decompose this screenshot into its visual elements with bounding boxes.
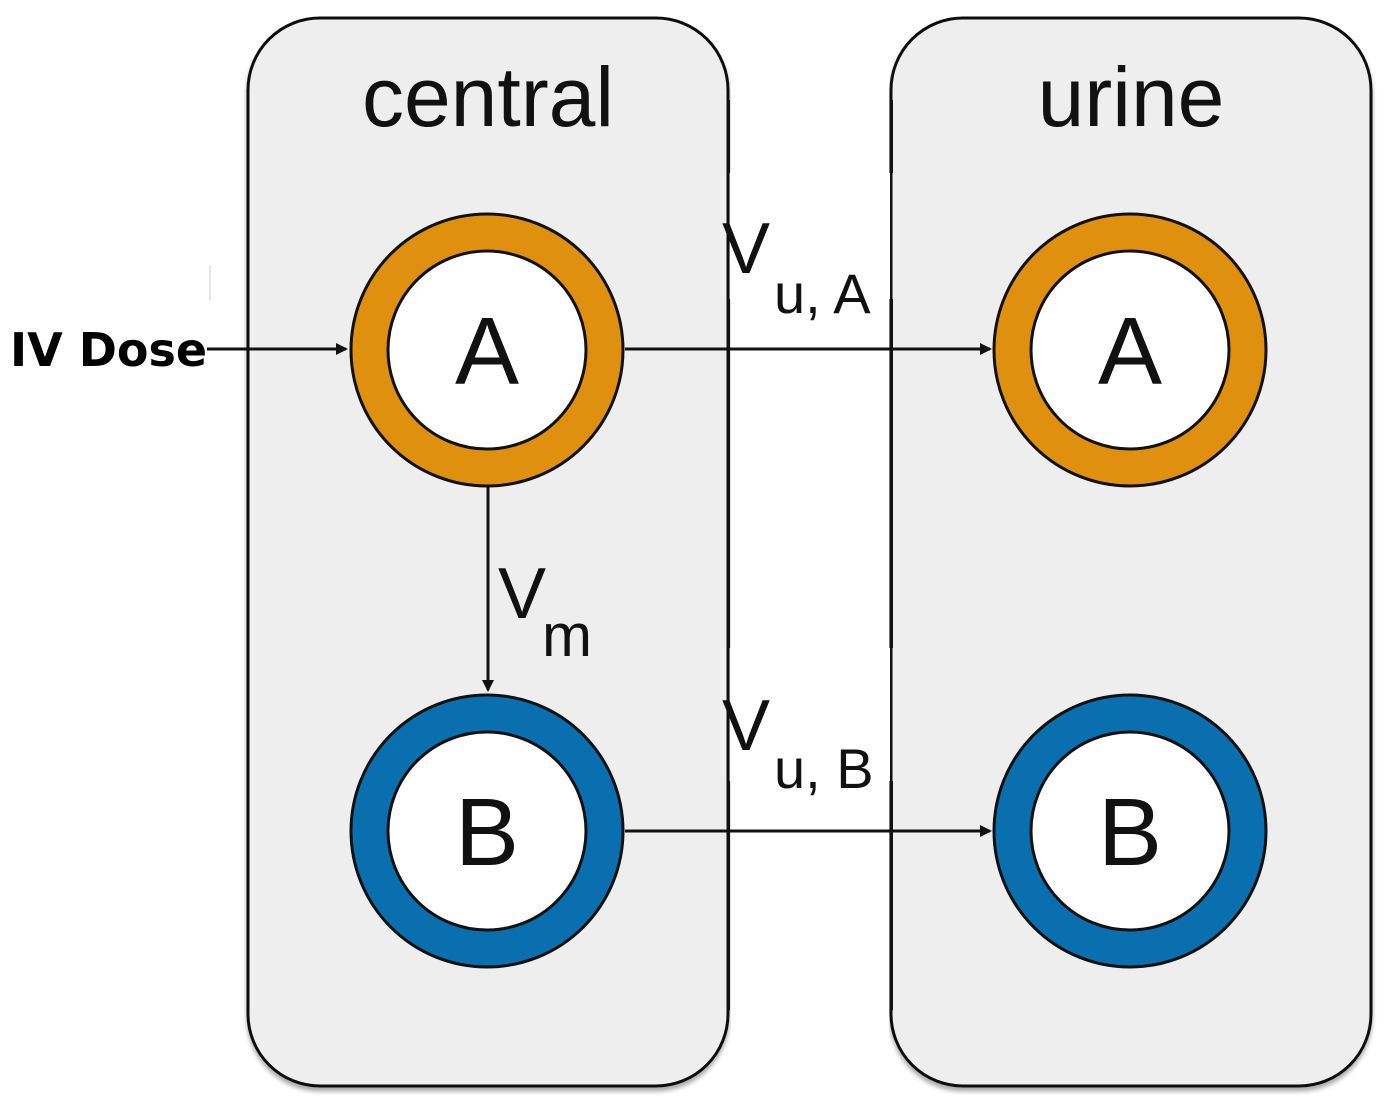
- reaction-urinary-A: Vu, A: [625, 209, 992, 355]
- species-label: A: [1098, 298, 1162, 405]
- species-label: A: [455, 298, 519, 405]
- species-core: [1029, 249, 1231, 451]
- compartment-title-central: central: [362, 50, 614, 144]
- urinary-B-rate-label: Vu, B: [722, 686, 874, 800]
- reaction-dose: IV Dose: [10, 265, 348, 377]
- species-core: [386, 730, 588, 932]
- species-node-urine-B: B: [992, 693, 1268, 969]
- species-node-urine-A: A: [992, 212, 1268, 488]
- species-label: B: [455, 779, 519, 886]
- species-core: [1029, 730, 1231, 932]
- species-layer: A B A B: [349, 212, 1268, 969]
- species-core: [386, 249, 588, 451]
- reaction-urinary-B: Vu, B: [625, 686, 992, 837]
- species-label: B: [1098, 779, 1162, 886]
- species-node-central-B: B: [349, 693, 625, 969]
- label-background-strips: [727, 60, 893, 1081]
- compartment-title-urine: urine: [1038, 50, 1225, 144]
- species-node-central-A: A: [349, 212, 625, 488]
- dose-label: IV Dose: [10, 323, 207, 377]
- urinary-A-rate-label: Vu, A: [722, 209, 871, 325]
